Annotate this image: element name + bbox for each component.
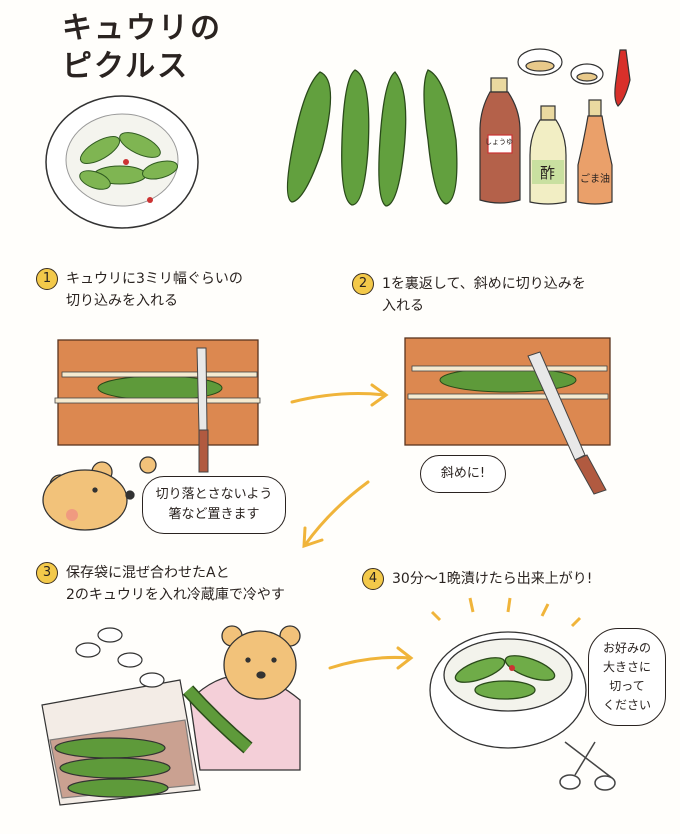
step-number: 3 <box>36 562 58 584</box>
bear-with-cucumber <box>182 625 301 771</box>
recipe-title: キュウリの ピクルス <box>62 11 222 84</box>
cucumbers <box>286 69 458 207</box>
finished-pickles-bowl <box>429 597 587 749</box>
cutting-board-step2 <box>404 337 611 495</box>
bear-character <box>42 456 157 531</box>
diagonal-bubble: 斜めに! <box>420 455 506 493</box>
step-number: 4 <box>362 568 384 590</box>
seasoning-bottles <box>479 48 631 205</box>
step-number: 1 <box>36 268 58 290</box>
scissors-icon <box>559 741 616 791</box>
final-tip-bubble: お好みの 大きさに 切って ください <box>588 628 666 726</box>
vinegar-label: 酢 <box>540 164 556 182</box>
soy-sauce-label: しょうゆ <box>485 138 513 146</box>
storage-bag <box>41 627 201 806</box>
bear-tip-bubble: 切り落とさないよう 箸など置きます <box>142 476 286 534</box>
arrows <box>290 383 414 670</box>
pickles-plate <box>45 95 199 229</box>
sesame-oil-label: ごま油 <box>580 174 610 185</box>
step-number: 2 <box>352 273 374 295</box>
cutting-board-step1 <box>54 339 261 473</box>
